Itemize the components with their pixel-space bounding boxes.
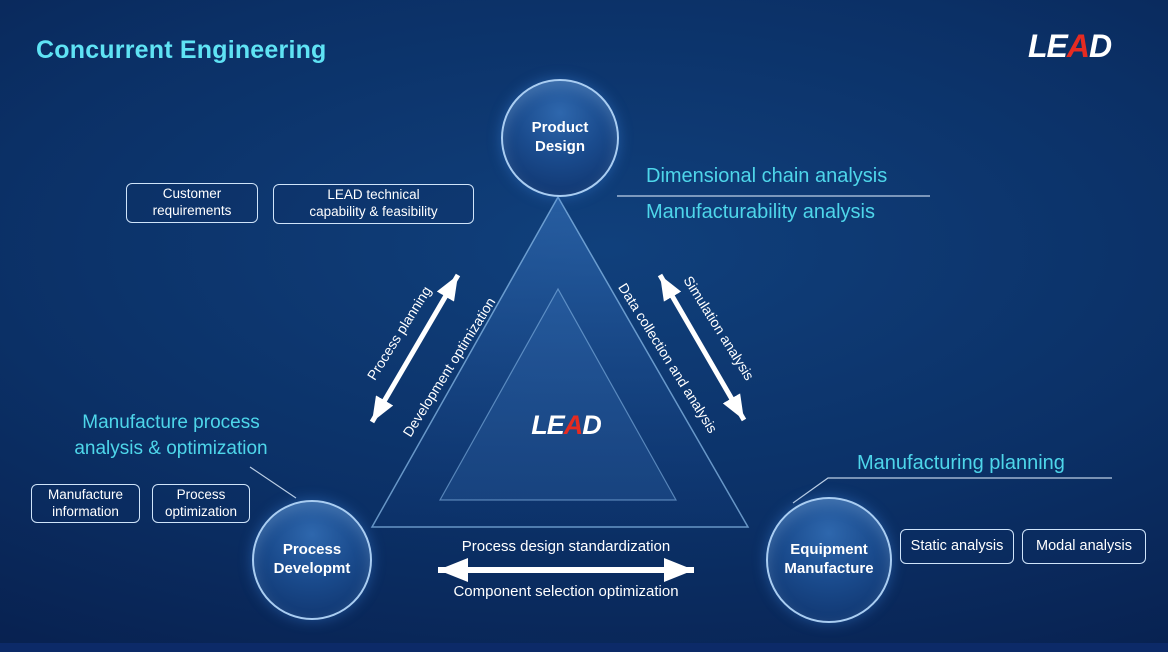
- edge-label-component-selection-optimization: Component selection optimization: [453, 583, 679, 600]
- customer-requirements-box: Customer requirements: [126, 183, 258, 223]
- node-equipment-manufacture-label: Equipment Manufacture: [784, 541, 874, 577]
- process-optimization-box: Process optimization: [152, 484, 250, 523]
- manufacture-information-box: Manufacture information: [31, 484, 140, 523]
- node-equipment-manufacture: Equipment Manufacture: [766, 497, 892, 623]
- logo-text-d: D: [1089, 28, 1112, 64]
- static-analysis-box: Static analysis: [900, 529, 1014, 564]
- logo-accent-a: A: [1066, 28, 1090, 64]
- dimensional-chain-analysis-label: Dimensional chain analysis: [646, 165, 888, 187]
- process-analysis-leader-line: [249, 466, 297, 499]
- logo-text-le: LE: [1028, 28, 1068, 64]
- bottom-accent-bar: [0, 643, 1168, 652]
- logo-center-d: D: [582, 410, 601, 440]
- node-process-development: Process Developmt: [252, 500, 372, 620]
- node-product-design: Product Design: [501, 79, 619, 197]
- outer-triangle: [370, 195, 750, 528]
- node-product-design-label: Product Design: [531, 119, 589, 155]
- manufacturing-planning-leader-line: [792, 477, 1112, 504]
- manufacturing-planning-label: Manufacturing planning: [857, 452, 1065, 474]
- lead-logo: LEAD: [1028, 28, 1112, 65]
- manufacturability-analysis-label: Manufacturability analysis: [646, 201, 875, 223]
- lead-technical-capability-box: LEAD technical capability & feasibility: [273, 184, 474, 224]
- modal-analysis-box: Modal analysis: [1022, 529, 1146, 564]
- arrow-design-process: [369, 273, 461, 424]
- page-title: Concurrent Engineering: [36, 36, 327, 64]
- manufacture-process-title: Manufacture process analysis & optimizat…: [74, 412, 268, 459]
- node-process-development-label: Process Developmt: [273, 541, 351, 577]
- edge-label-process-design-standardization: Process design standardization: [461, 538, 671, 555]
- logo-center-le: LE: [531, 410, 565, 440]
- logo-center-a: A: [563, 410, 583, 440]
- lead-logo-center: LEAD: [520, 410, 612, 441]
- arrow-design-equipment: [657, 273, 747, 422]
- inner-triangle: [438, 287, 678, 501]
